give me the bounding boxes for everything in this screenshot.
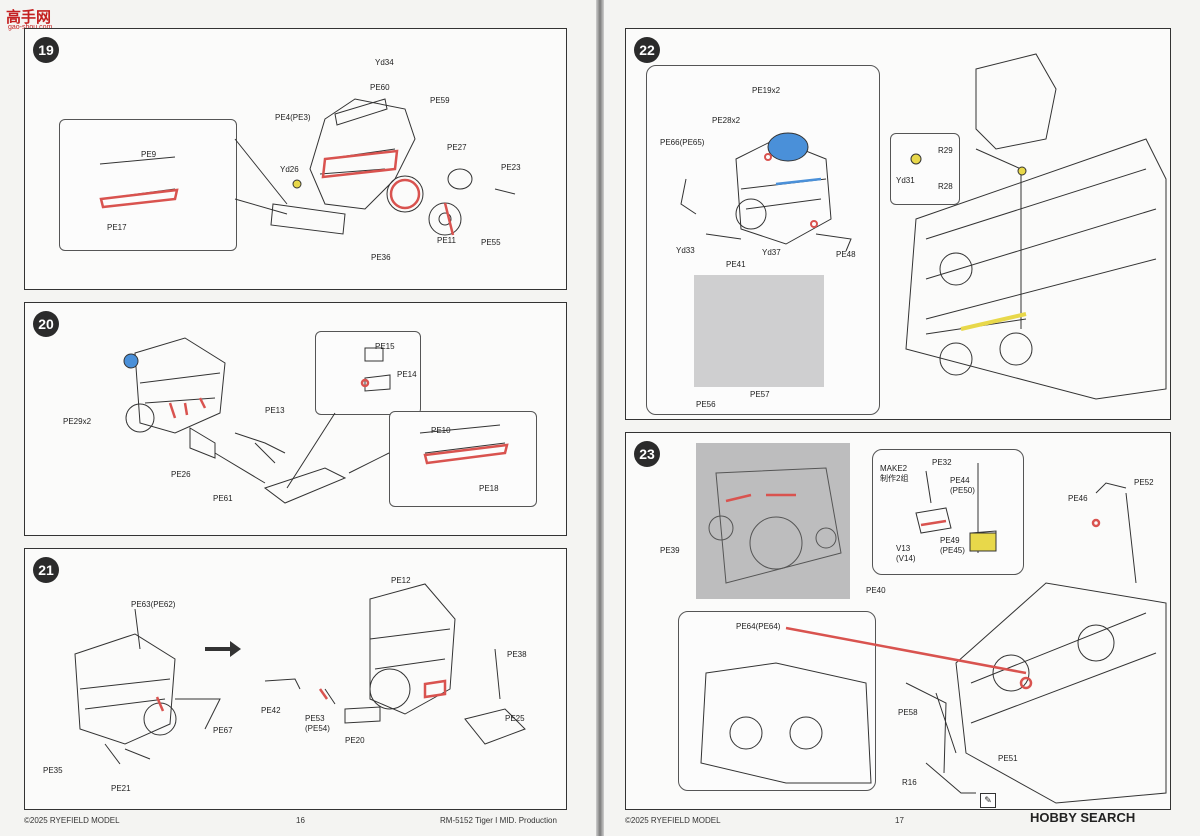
label: PE53 [305,714,325,723]
left-footer-copyright: ©2025 RYEFIELD MODEL [24,816,120,825]
step-20-drawing [123,337,509,504]
label: PE11 [437,236,456,245]
label: PE40 [866,586,886,595]
step-22-drawing [680,53,1167,400]
step-22-small-inset [890,133,960,205]
label: PE61 [213,494,233,503]
label: MAKE2 [880,464,908,473]
label: R16 [902,778,917,787]
left-footer-product: RM-5152 Tiger I MID. Production [440,816,557,825]
step-20-number: 20 [33,311,59,337]
right-footer-page-number: 17 [895,816,904,825]
step-23-drawing [700,463,1167,804]
label: PE46 [1068,494,1088,503]
label: (PE45) [940,546,965,555]
label: PE58 [898,708,918,717]
label: PE52 [1134,478,1154,487]
label: PE60 [370,83,390,92]
label: PE66(PE65) [660,138,705,147]
label: PE29x2 [63,417,92,426]
label: PE19x2 [752,86,781,95]
step-20-panel: 20 PE29x2 PE26 PE61 PE13 PE15 PE14 PE10 … [24,302,567,536]
label: PE13 [265,406,285,415]
label: PE17 [107,223,127,232]
label: R28 [938,182,953,191]
label: PE32 [932,458,952,467]
label: PE57 [750,390,770,399]
label: PE15 [375,342,395,351]
label: PE28x2 [712,116,741,125]
label: PE10 [431,426,451,435]
step-23-number: 23 [634,441,660,467]
step-22-render [694,275,824,387]
step-19-panel: 19 Yd34 PE60 PE4(PE3) PE59 Yd26 PE27 PE2… [24,28,567,290]
label: (PE54) [305,724,330,733]
left-footer-page-number: 16 [296,816,305,825]
label: (V14) [896,554,916,563]
step-22-number: 22 [634,37,660,63]
book-spine [596,0,604,836]
step-19-drawing [99,98,516,236]
right-footer-copyright: ©2025 RYEFIELD MODEL [625,816,721,825]
label: Yd34 [375,58,394,67]
label: PE41 [726,260,746,269]
label: PE39 [660,546,680,555]
label: PE18 [479,484,499,493]
label: PE21 [111,784,131,793]
label: PE14 [397,370,417,379]
label: PE4(PE3) [275,113,311,122]
label: PE64(PE64) [736,622,781,631]
label: PE20 [345,736,365,745]
label: Yd33 [676,246,695,255]
step-21-number: 21 [33,557,59,583]
label: PE49 [940,536,960,545]
label: PE51 [998,754,1018,763]
step-20-inset-a [315,331,421,415]
label: PE25 [505,714,525,723]
label: PE67 [213,726,233,735]
label: PE38 [507,650,527,659]
label: PE59 [430,96,450,105]
step-23-inset-bottom [678,611,876,791]
label: 制作2组 [880,474,909,483]
step-23-inset-top [872,449,1024,575]
label: PE63(PE62) [131,600,176,609]
label: Yd37 [762,248,781,257]
label: PE9 [141,150,157,159]
label: PE36 [371,253,391,262]
site-logo: 高手网 [6,9,52,26]
label: PE55 [481,238,501,247]
label: R29 [938,146,953,155]
step-23-photo [696,443,850,599]
step-19-inset [59,119,237,251]
label: (PE50) [950,486,975,495]
label: PE48 [836,250,856,259]
step-19-number: 19 [33,37,59,63]
pencil-icon: ✎ [980,793,996,808]
site-logo-url: gao-shou.com [8,24,52,31]
label: PE12 [391,576,411,585]
step-21-drawing [74,583,526,765]
label: Yd31 [896,176,915,185]
label: PE26 [171,470,191,479]
hobby-search-brand: HOBBY SEARCH [1030,810,1136,825]
step-21-panel: 21 PE63(PE62) PE12 PE38 PE67 PE35 PE21 P… [24,548,567,810]
label: PE44 [950,476,970,485]
step-22-panel: 22 PE19x2 PE28x2 PE66(PE65) Yd33 PE41 [625,28,1171,420]
label: Yd26 [280,165,299,174]
label: PE42 [261,706,281,715]
label: PE23 [501,163,521,172]
step-23-panel: 23 PE32 MAKE2 制作2组 PE44 (PE5 [625,432,1171,810]
label: PE56 [696,400,716,409]
label: PE27 [447,143,467,152]
label: PE35 [43,766,63,775]
label: V13 [896,544,911,553]
